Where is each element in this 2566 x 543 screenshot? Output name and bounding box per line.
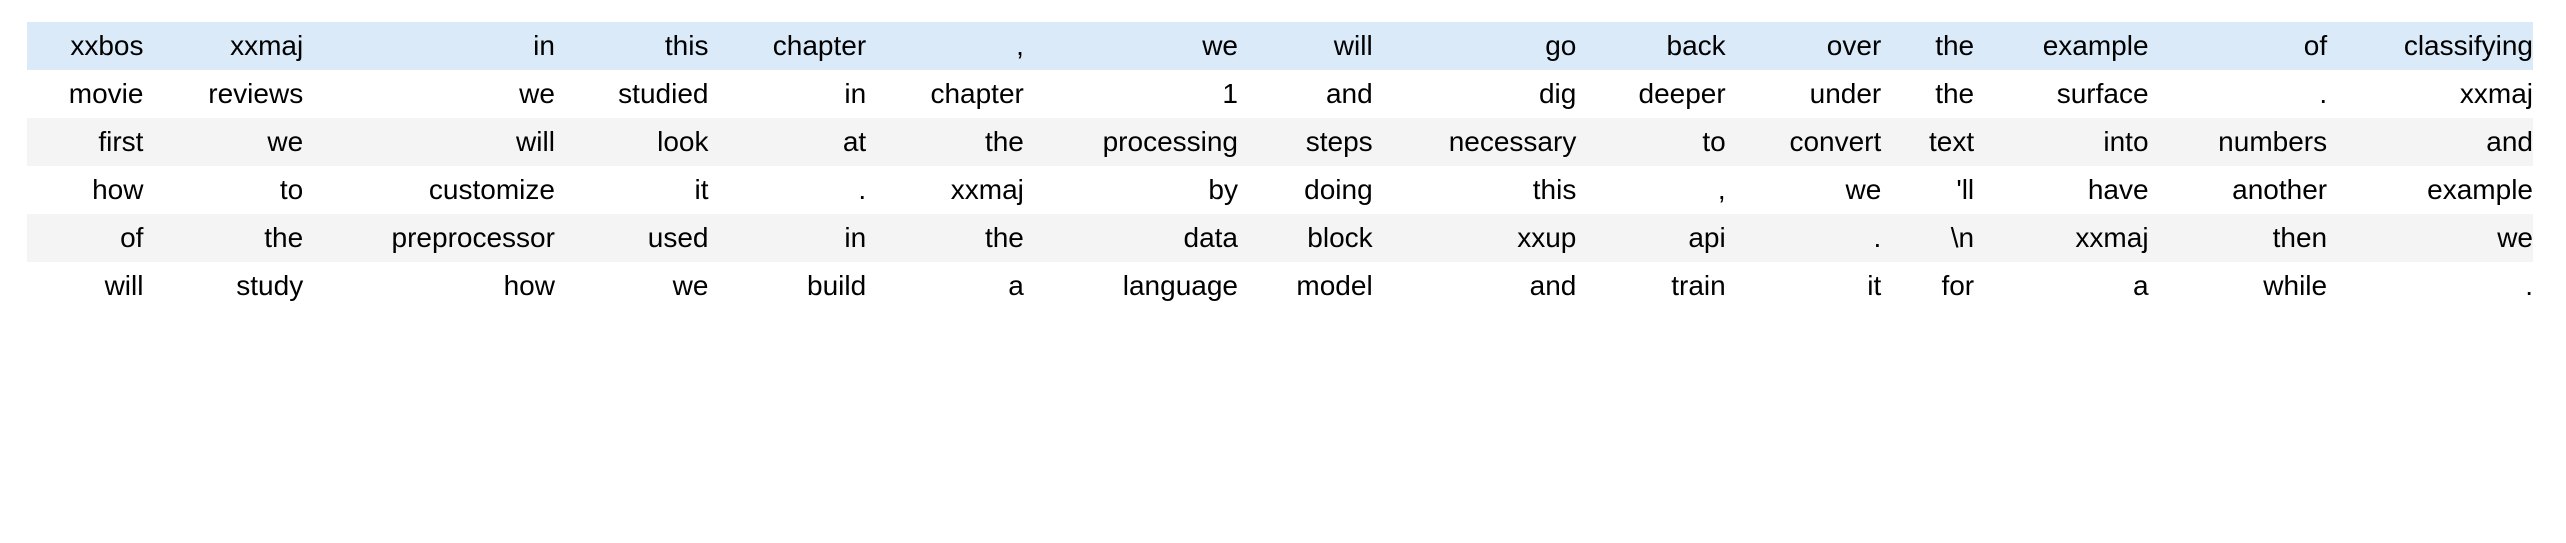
token-cell: classifying — [2327, 22, 2533, 70]
token-cell: dig — [1372, 70, 1577, 118]
token-cell: 'll — [1881, 166, 1975, 214]
token-cell: we — [143, 118, 304, 166]
token-cell: will — [1238, 22, 1373, 70]
token-cell: have — [1974, 166, 2149, 214]
token-cell: the — [1881, 22, 1975, 70]
token-cell: how — [303, 262, 555, 310]
token-cell: to — [1576, 118, 1726, 166]
token-cell: will — [303, 118, 555, 166]
token-cell: will — [27, 262, 144, 310]
token-cell: this — [1372, 166, 1577, 214]
token-cell: example — [2327, 166, 2533, 214]
token-cell: into — [1974, 118, 2149, 166]
token-cell: the — [143, 214, 304, 262]
token-cell: used — [554, 214, 709, 262]
token-cell: to — [143, 166, 304, 214]
token-cell: train — [1576, 262, 1726, 310]
token-cell: example — [1974, 22, 2149, 70]
token-cell: customize — [303, 166, 555, 214]
token-cell: 1 — [1023, 70, 1238, 118]
token-cell: xxmaj — [143, 22, 304, 70]
token-cell: a — [1974, 262, 2149, 310]
token-cell: the — [866, 118, 1024, 166]
token-cell: . — [2148, 70, 2328, 118]
token-cell: build — [708, 262, 867, 310]
token-cell: model — [1238, 262, 1373, 310]
token-cell: xxmaj — [1974, 214, 2149, 262]
token-cell: processing — [1023, 118, 1238, 166]
token-cell: look — [554, 118, 709, 166]
token-cell: deeper — [1576, 70, 1726, 118]
token-cell: api — [1576, 214, 1726, 262]
token-cell: surface — [1974, 70, 2149, 118]
token-cell: for — [1881, 262, 1975, 310]
token-cell: in — [303, 22, 555, 70]
token-cell: under — [1725, 70, 1882, 118]
token-cell: in — [708, 70, 867, 118]
token-cell: convert — [1725, 118, 1882, 166]
token-cell: then — [2148, 214, 2328, 262]
token-cell: a — [866, 262, 1024, 310]
token-cell: how — [27, 166, 144, 214]
token-cell: data — [1023, 214, 1238, 262]
token-cell: back — [1576, 22, 1726, 70]
token-cell: . — [1725, 214, 1882, 262]
token-cell: chapter — [708, 22, 867, 70]
token-cell: \n — [1881, 214, 1975, 262]
token-cell: and — [2327, 118, 2533, 166]
token-cell: steps — [1238, 118, 1373, 166]
token-cell: we — [1023, 22, 1238, 70]
token-cell: xxup — [1372, 214, 1577, 262]
token-cell: . — [708, 166, 867, 214]
token-cell: of — [27, 214, 144, 262]
token-cell: go — [1372, 22, 1577, 70]
token-cell: by — [1023, 166, 1238, 214]
token-cell: language — [1023, 262, 1238, 310]
token-cell: this — [554, 22, 709, 70]
token-cell: , — [1576, 166, 1726, 214]
token-cell: while — [2148, 262, 2328, 310]
token-cell: the — [1881, 70, 1975, 118]
token-cell: and — [1238, 70, 1373, 118]
token-cell: another — [2148, 166, 2328, 214]
token-cell: and — [1372, 262, 1577, 310]
token-cell: reviews — [143, 70, 304, 118]
token-cell: study — [143, 262, 304, 310]
token-cell: at — [708, 118, 867, 166]
token-cell: studied — [554, 70, 709, 118]
token-cell: chapter — [866, 70, 1024, 118]
token-cell: numbers — [2148, 118, 2328, 166]
token-cell: over — [1725, 22, 1882, 70]
token-cell: we — [1725, 166, 1882, 214]
token-cell: xxbos — [27, 22, 144, 70]
token-cell: it — [1725, 262, 1882, 310]
token-cell: necessary — [1372, 118, 1577, 166]
token-cell: text — [1881, 118, 1975, 166]
token-cell: movie — [27, 70, 144, 118]
token-cell: , — [866, 22, 1024, 70]
token-cell: first — [27, 118, 144, 166]
token-cell: xxmaj — [2327, 70, 2533, 118]
token-cell: doing — [1238, 166, 1373, 214]
token-cell: xxmaj — [866, 166, 1024, 214]
token-cell: . — [2327, 262, 2533, 310]
token-cell: it — [554, 166, 709, 214]
token-cell: we — [303, 70, 555, 118]
token-cell: of — [2148, 22, 2328, 70]
token-cell: the — [866, 214, 1024, 262]
token-cell: we — [2327, 214, 2533, 262]
token-cell: we — [554, 262, 709, 310]
token-cell: preprocessor — [303, 214, 555, 262]
token-cell: block — [1238, 214, 1373, 262]
token-cell: in — [708, 214, 867, 262]
